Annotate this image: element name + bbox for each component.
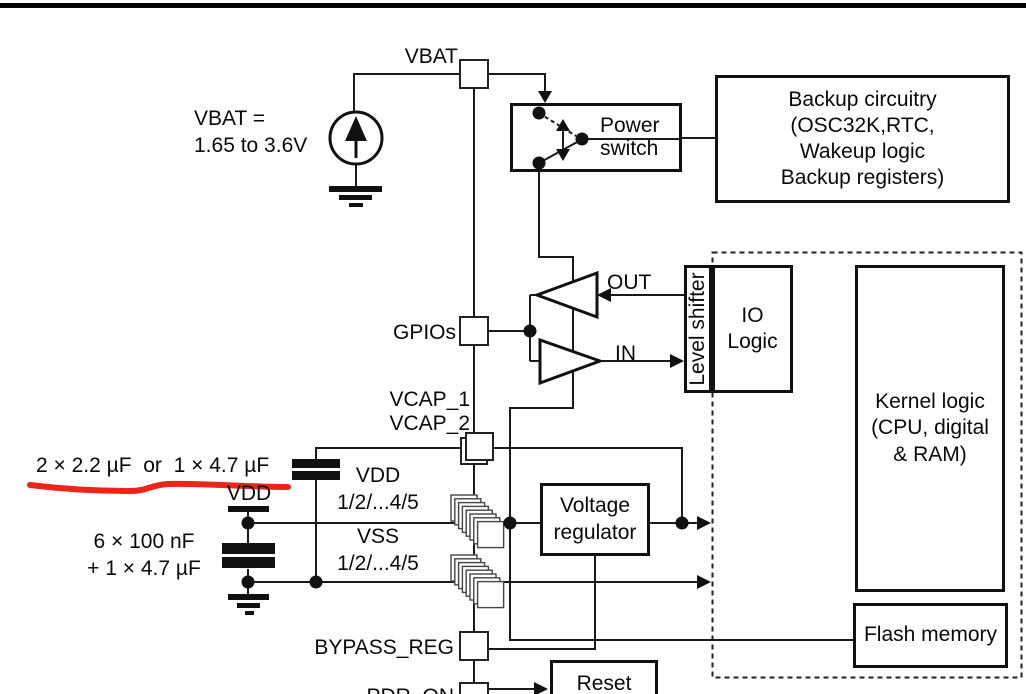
out-signal-label: OUT xyxy=(607,271,652,294)
switch-down-arrow-icon xyxy=(556,149,570,161)
level-shifter-label: Level shifter xyxy=(686,272,709,386)
arrow-right-icon xyxy=(534,682,548,694)
vdd-pins-range: 1/2/...4/5 xyxy=(337,490,419,514)
pdr-on-pin-label: PDR_ON xyxy=(338,684,454,694)
decoupling-line: + 1 × 4.7 µF xyxy=(87,556,201,580)
backup-label-line: Wakeup logic xyxy=(799,140,926,163)
io-logic-label-line: Logic xyxy=(727,330,778,353)
vbat-source-wire xyxy=(353,73,460,112)
in-signal-label: IN xyxy=(615,342,636,365)
bypass-reg-pin-label: BYPASS_REG xyxy=(314,636,454,659)
kernel-label-line: (CPU, digital xyxy=(871,416,989,440)
input-buffer-icon xyxy=(538,337,605,386)
vbat-pin xyxy=(459,59,489,89)
out-in-wires xyxy=(600,294,684,362)
regulator-label-line: regulator xyxy=(553,520,637,544)
vcap-net xyxy=(315,447,683,582)
regulator-label-line: Voltage xyxy=(559,494,631,518)
arrow-right-icon xyxy=(670,354,684,368)
io-logic-block: IO Logic xyxy=(712,265,793,393)
vcap2-pin-label: VCAP_2 xyxy=(389,412,470,435)
voltage-regulator-block: Voltage regulator xyxy=(540,483,650,556)
current-source-symbol xyxy=(328,110,384,166)
gpios-pin xyxy=(459,316,489,346)
vdd-rail-symbol xyxy=(228,506,269,512)
ground-symbol xyxy=(228,594,269,615)
arrow-left-icon xyxy=(597,288,611,302)
vbat-to-switch-wire xyxy=(488,73,546,93)
vss-pins-stack xyxy=(450,554,505,609)
bypass-reg-pin xyxy=(459,631,489,661)
switch-up-arrow-icon xyxy=(556,119,570,131)
vbat-source-line: 1.65 to 3.6V xyxy=(194,133,308,157)
flash-memory-label: Flash memory xyxy=(863,623,998,647)
mcu-dashed-outline xyxy=(711,251,1023,679)
arrow-right-icon xyxy=(697,575,711,589)
decoupling-capacitors-label: 6 × 100 nF + 1 × 4.7 µF xyxy=(78,529,210,583)
reset-label: Reset xyxy=(576,672,632,694)
pin-squares xyxy=(459,59,494,694)
kernel-label-line: & RAM) xyxy=(893,442,967,466)
io-buffers xyxy=(532,270,605,386)
vcap1-pin-label: VCAP_1 xyxy=(389,388,470,411)
page-header-rule xyxy=(0,3,1026,8)
red-underline-annotation xyxy=(27,480,291,495)
io-logic-label-line: IO xyxy=(741,303,764,327)
power-switch-symbol xyxy=(538,112,682,164)
gpios-pin-label: GPIOs xyxy=(392,321,456,344)
vbat-source-label: VBAT = 1.65 to 3.6V xyxy=(194,106,330,160)
decoupling-capacitor-symbol xyxy=(222,543,275,568)
backup-label-line: Backup circuitry xyxy=(788,87,937,111)
switch-output-rail xyxy=(509,163,853,641)
backup-circuitry-block: Backup circuitry (OSC32K,RTC, Wakeup log… xyxy=(715,75,1010,203)
ground-symbol xyxy=(329,186,382,207)
vdd-pins-stack xyxy=(450,494,505,549)
vdd-pins-name: VDD xyxy=(355,464,401,487)
vbat-source-line: VBAT = xyxy=(194,107,266,130)
output-buffer-icon xyxy=(532,270,599,320)
bypass-reg-wire xyxy=(488,556,596,650)
vcap-capacitor-value-label: 2 × 2.2 µF or 1 × 4.7 µF xyxy=(36,454,270,477)
vdd-pins-label: VDD 1/2/...4/5 xyxy=(328,463,428,517)
kernel-logic-block: Kernel logic (CPU, digital & RAM) xyxy=(855,265,1005,592)
power-switch-block: Power switch xyxy=(510,103,682,172)
kernel-label-line: Kernel logic xyxy=(875,390,985,414)
vcap-capacitor-symbol xyxy=(292,459,340,480)
level-shifter-block: Level shifter xyxy=(684,265,712,393)
reset-block: Reset xyxy=(550,660,658,694)
junction-dots xyxy=(241,106,689,589)
power-switch-label: Power xyxy=(600,114,660,138)
vdd-rail-label: VDD xyxy=(226,482,272,505)
vss-pins-label: VSS 1/2/...4/5 xyxy=(328,524,428,578)
arrowheads xyxy=(534,91,711,694)
backup-label-line: Backup registers) xyxy=(780,166,945,190)
power-switch-label: switch xyxy=(600,136,659,160)
arrow-down-icon xyxy=(538,91,552,103)
vss-pins-name: VSS xyxy=(356,525,400,548)
vcap1-pin xyxy=(465,432,494,461)
decoupling-line: 6 × 100 nF xyxy=(93,530,195,553)
arrow-right-icon xyxy=(697,516,711,530)
backup-label-line: (OSC32K,RTC, xyxy=(790,113,935,137)
vss-pins-range: 1/2/...4/5 xyxy=(337,551,419,575)
flash-memory-block: Flash memory xyxy=(853,603,1008,668)
pdr-on-pin xyxy=(459,682,489,694)
vbat-pin-label: VBAT xyxy=(404,45,458,68)
